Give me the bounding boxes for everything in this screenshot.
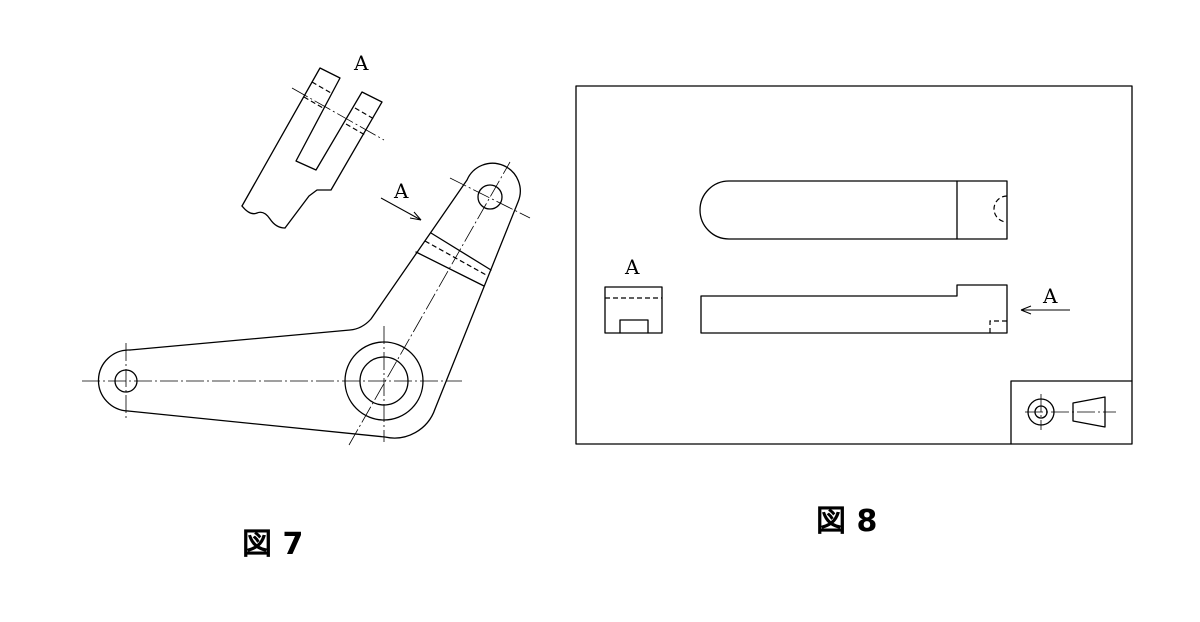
section-line: [415, 251, 485, 287]
arrow-head: [1020, 305, 1032, 315]
front-view: [700, 284, 1008, 334]
arrow-label-a: A: [1042, 284, 1058, 308]
hidden-edge: [303, 96, 324, 109]
view-label-a: A: [353, 51, 369, 75]
projection-symbol-block: [1010, 380, 1133, 445]
side-view-slot: [619, 319, 649, 334]
front-view-hidden-slot: [989, 320, 1007, 333]
arrow-label-a: A: [393, 179, 409, 203]
front-view-outline: [700, 284, 1008, 334]
break-line: [241, 205, 286, 229]
top-view-outline: [699, 180, 1008, 240]
hidden-edge: [354, 107, 375, 120]
side-view-outline: [604, 286, 663, 334]
hidden-edge: [345, 123, 366, 136]
lever-left-end: [97, 349, 131, 412]
side-view-a: A: [604, 255, 663, 334]
figure-7-caption: 図 7: [242, 527, 303, 562]
title-block-border: [1010, 380, 1133, 445]
figure-8: A A 図 8: [575, 85, 1133, 539]
top-view-hidden-hole: [993, 195, 1008, 223]
fork-partial-view: A: [241, 51, 385, 229]
projection-symbol-cone: [1072, 396, 1106, 428]
lever-main-view: [82, 161, 531, 446]
section-line: [430, 232, 492, 271]
figure-8-caption: 図 8: [816, 504, 877, 539]
arm-center-line: [348, 161, 511, 446]
drawing-frame: [575, 85, 1133, 445]
arrow-head: [409, 211, 422, 221]
figure-7: A A 図 7: [82, 51, 531, 562]
upper-hole: [477, 184, 503, 210]
hidden-line: [424, 240, 489, 277]
arrow-shaft: [380, 197, 422, 221]
fork-outline: [241, 67, 383, 229]
side-view-label-a: A: [624, 255, 640, 279]
view-arrow-a: A: [380, 179, 422, 221]
hole-center-line: [291, 87, 385, 141]
hidden-edge: [311, 81, 332, 94]
lever-outline: [127, 162, 521, 439]
upper-hole-center-line: [449, 177, 531, 219]
top-view: [699, 180, 1008, 240]
view-arrow-a-fig8: A: [1020, 284, 1070, 315]
